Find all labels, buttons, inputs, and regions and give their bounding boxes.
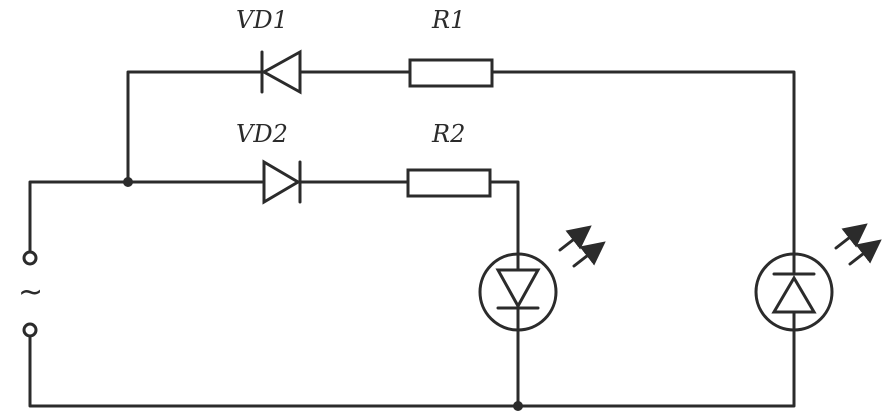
label-r2: R2 xyxy=(431,120,465,148)
resistor-r2 xyxy=(406,168,492,198)
ac-source-symbol: ~ xyxy=(18,275,43,310)
diode-vd1 xyxy=(260,49,302,95)
led-1-emission-arrows xyxy=(834,223,882,266)
led-2-emission-arrows xyxy=(558,225,606,268)
ac-terminal-top xyxy=(22,250,38,266)
junction-bottom xyxy=(513,401,523,411)
wires xyxy=(28,70,796,408)
wire-top-branch xyxy=(126,70,262,184)
led-1-arrow-2 xyxy=(848,239,882,266)
label-r1: R1 xyxy=(431,6,465,34)
led-2-arrow-1 xyxy=(558,225,592,252)
resistor-r1 xyxy=(408,58,494,88)
junctions xyxy=(123,177,523,411)
wire-r2-to-led2 xyxy=(488,180,520,264)
ac-terminal-bottom xyxy=(22,322,38,338)
wire-left-input xyxy=(28,180,264,257)
led-2 xyxy=(478,225,606,332)
led-2-diode xyxy=(495,268,541,310)
label-vd2: VD2 xyxy=(236,120,288,148)
ac-source: ~ xyxy=(18,250,43,338)
diode-vd1-body xyxy=(260,49,302,95)
wire-led1-to-bottom xyxy=(28,322,796,408)
junction-left xyxy=(123,177,133,187)
diode-vd2 xyxy=(262,159,302,205)
diode-vd2-body xyxy=(262,159,301,205)
led-2-arrow-2 xyxy=(572,241,606,268)
led-1 xyxy=(754,223,882,332)
led-1-arrow-1 xyxy=(834,223,868,250)
label-vd1: VD1 xyxy=(236,6,288,34)
wire-r1-to-right xyxy=(490,70,796,272)
